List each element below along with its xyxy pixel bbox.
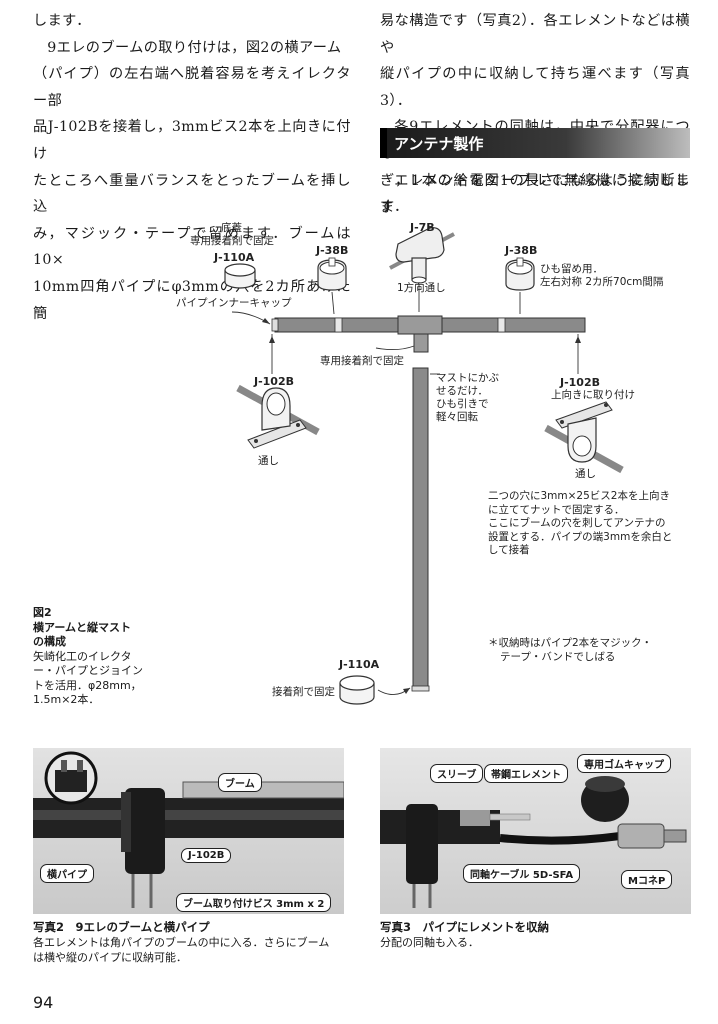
part-j38b-right: J-38B — [505, 244, 538, 257]
label-string-1: ひも留め用． — [540, 263, 603, 275]
arm-j7b-joint — [397, 315, 443, 335]
left-line-6: み，マジック・テープで留めます．ブームは10× — [33, 225, 351, 269]
photo3-caption-title: 写真3 パイプにレメントを収納 — [380, 920, 549, 934]
left-line-4: 品J-102Bを接着し，3mmビス2本を上向きに付け — [33, 119, 351, 162]
left-line-7: 10mm四角パイプにφ3mmの穴を2カ所あけた簡 — [33, 278, 351, 322]
j102b-right-bracket — [544, 401, 624, 474]
j7b-tee-joint — [389, 227, 455, 284]
right-line-1: 易な構造です（写真2）．各エレメントなどは横や — [380, 13, 690, 56]
label-mast-2: せるだけ． — [436, 385, 488, 397]
part-j7b: J-7B — [410, 221, 435, 234]
part-j102b-left: J-102B — [254, 375, 295, 388]
right-line-5: エレメントを図1の長さになるように切断しま — [380, 173, 690, 216]
right-text-column: 易な構造です（写真2）．各エレメントなどは横や 縦パイプの中に収納して持ち運べま… — [380, 8, 690, 221]
figure2-caption: 図2 横アームと縦マスト の構成 矢崎化工のイレクタ ー・パイプとジョイン トを… — [33, 606, 158, 708]
storage-note: ＊収納時はパイプ2本をマジック・ テープ・バンドでしばる — [488, 637, 698, 664]
label-through-left: 通し — [258, 455, 279, 467]
j110a-bottom-cap — [339, 675, 375, 705]
section-heading-marker — [380, 128, 387, 158]
caption-title-3: の構成 — [33, 635, 66, 648]
arm-j38b-band-right — [497, 317, 506, 333]
photo3-label-band-element: 帯鋼エレメント — [484, 764, 568, 783]
photo2-label-boom: ブーム — [218, 773, 262, 792]
photo3-label-rubber-cap: 専用ゴムキャップ — [577, 754, 671, 773]
left-line-3: （パイプ）の左右端へ脱着容易を考えイレクター部 — [33, 66, 351, 109]
photo2-illustration — [33, 751, 344, 908]
caption-title-2: 横アームと縦マスト — [33, 620, 132, 634]
note-right-line-5: して接着 — [488, 544, 530, 556]
label-mast-3: ひも引きで — [436, 398, 489, 410]
label-string-2: 左右対称 2カ所70cm間隔 — [540, 276, 664, 288]
arrow-heads — [262, 318, 581, 694]
figure2-diagram — [224, 227, 624, 705]
photo2-label-j102b: J-102B — [181, 848, 232, 863]
j38b-left-clip — [317, 257, 347, 291]
vertical-mast-pipe — [412, 367, 429, 691]
photo2-label-screws: ブーム取り付けビス 3mm x 2 — [176, 893, 332, 912]
note-storage-line-2: テープ・バンドでしばる — [500, 650, 616, 663]
label-pipe-inner-cap: パイプインナーキャップ — [176, 297, 292, 309]
photo2-image — [33, 748, 344, 914]
section-heading: アンテナ製作 — [394, 135, 484, 153]
part-j110a-bottom: J-110A — [339, 658, 380, 671]
photo3-label-m-connector: MコネP — [621, 870, 673, 889]
note-right-line-2: に立ててナットで固定する． — [488, 503, 625, 516]
j110a-top-cap — [224, 263, 256, 289]
caption-body-4: 1.5m×2本． — [33, 693, 100, 706]
arm-j38b-band-left — [334, 317, 343, 333]
photo3-caption-body: 分配の同軸も入る． — [380, 936, 479, 949]
label-glue-fix-top: 専用接着剤で固定 — [190, 235, 274, 247]
label-mast-4: 軽々回転 — [436, 411, 478, 423]
note-storage-line-1: ＊収納時はパイプ2本をマジック・ — [488, 637, 652, 649]
caption-body-2: ー・パイプとジョイン — [33, 664, 143, 677]
note-right-line-4: 設置とする．パイプの端3mmを余白と — [488, 530, 673, 543]
caption-body-3: トを活用．φ28mm， — [33, 678, 142, 692]
photo2-caption-body-2: は横や縦のパイプに収納可能． — [33, 951, 187, 964]
photo3-label-sleeve: スリーブ — [430, 764, 484, 783]
label-upward: 上向きに取り付け — [551, 389, 635, 401]
label-glue-fix-center: 専用接着剤で固定 — [320, 355, 404, 367]
photo2-caption-title: 写真2 9エレのブームと横パイプ — [33, 920, 210, 934]
arm-left-cap — [271, 318, 279, 332]
label-bottom-lid: 底蓋 — [221, 222, 242, 234]
photo2-caption: 写真2 9エレのブームと横パイプ 各エレメントは角パイプのブームの中に入る．さら… — [33, 920, 353, 965]
label-mast-1: マストにかぶ — [436, 372, 499, 384]
right-line-2: 縦パイプの中に収納して持ち運べます（写真3）． — [380, 66, 690, 109]
left-line-5: たところへ重量バランスをとったブームを挿し込 — [33, 172, 351, 216]
photo2-label-horizontal-pipe: 横パイプ — [40, 864, 94, 883]
photo2-caption-body-1: 各エレメントは角パイプのブームの中に入る．さらにブーム — [33, 936, 330, 949]
part-j102b-right: J-102B — [560, 376, 601, 389]
photo3-illustration — [380, 776, 687, 908]
j38b-right-clip — [505, 257, 535, 291]
caption-body-1: 矢崎化工のイレクタ — [33, 649, 132, 663]
left-text-column: します． 9エレのブームの取り付けは，図2の横アーム （パイプ）の左右端へ脱着容… — [33, 8, 351, 327]
page-number: 94 — [33, 993, 54, 1012]
caption-title-1: 図2 — [33, 606, 52, 619]
label-one-way: 1方向通し — [397, 282, 446, 294]
right-text-after-heading: エレメントを図1の長さになるように切断しま — [380, 168, 690, 221]
note-right-line-1: 二つの穴に3mm×25ビス2本を上向き — [488, 490, 670, 502]
j102b-left-bracket — [236, 384, 320, 449]
part-j38b-left: J-38B — [316, 244, 349, 257]
right-line-4: ぎ，1本の給電ケーブルで無線機に接続します． — [380, 172, 690, 216]
right-mount-note: 二つの穴に3mm×25ビス2本を上向き に立ててナットで固定する． ここにブーム… — [488, 490, 698, 558]
left-line-1: します． — [33, 13, 91, 29]
arm-j7b-stem — [413, 333, 429, 353]
label-glue-fix-bottom: 接着剤で固定 — [272, 686, 335, 698]
label-through-right: 通し — [575, 468, 596, 480]
section-heading-bar: アンテナ製作 — [380, 128, 690, 158]
left-line-2: 9エレのブームの取り付けは，図2の横アーム — [47, 39, 342, 56]
note-right-line-3: ここにブームの穴を刺してアンテナの — [488, 517, 666, 529]
mast-bottom-cap — [411, 685, 430, 692]
part-j110a-top: J-110A — [214, 251, 255, 264]
photo3-label-coax: 同軸ケーブル 5D-SFA — [463, 864, 581, 883]
photo3-caption: 写真3 パイプにレメントを収納 分配の同軸も入る． — [380, 920, 700, 950]
